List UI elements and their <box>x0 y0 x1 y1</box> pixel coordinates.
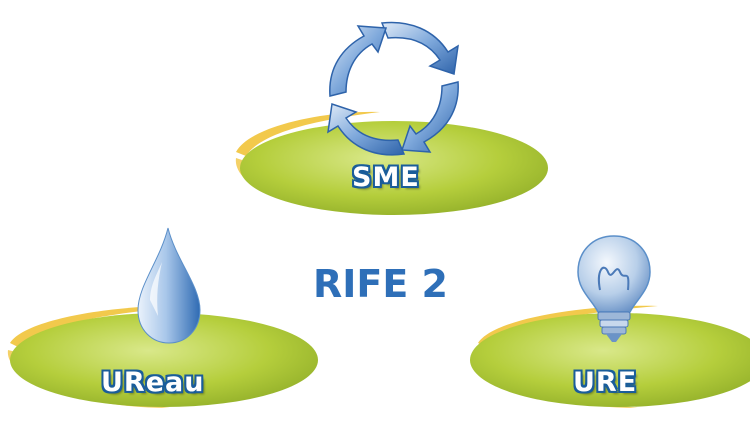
cycle-arrows-icon <box>327 21 459 156</box>
platform-ellipse <box>470 313 750 407</box>
platform-ellipse <box>240 121 548 215</box>
node-sme <box>235 21 548 215</box>
light-bulb-icon <box>577 235 651 342</box>
swoosh-decoration <box>10 305 190 348</box>
label-ureau: UReau <box>101 367 205 398</box>
label-sme: SME <box>352 162 420 193</box>
label-ure: URE <box>573 367 638 398</box>
node-ure <box>470 235 750 408</box>
node-ureau <box>7 227 318 408</box>
platform-ellipse <box>10 313 318 407</box>
water-drop-icon <box>137 227 201 344</box>
swoosh-decoration <box>236 111 380 156</box>
drop-highlight <box>150 262 162 316</box>
diagram-title: RIFE 2 <box>313 262 448 306</box>
